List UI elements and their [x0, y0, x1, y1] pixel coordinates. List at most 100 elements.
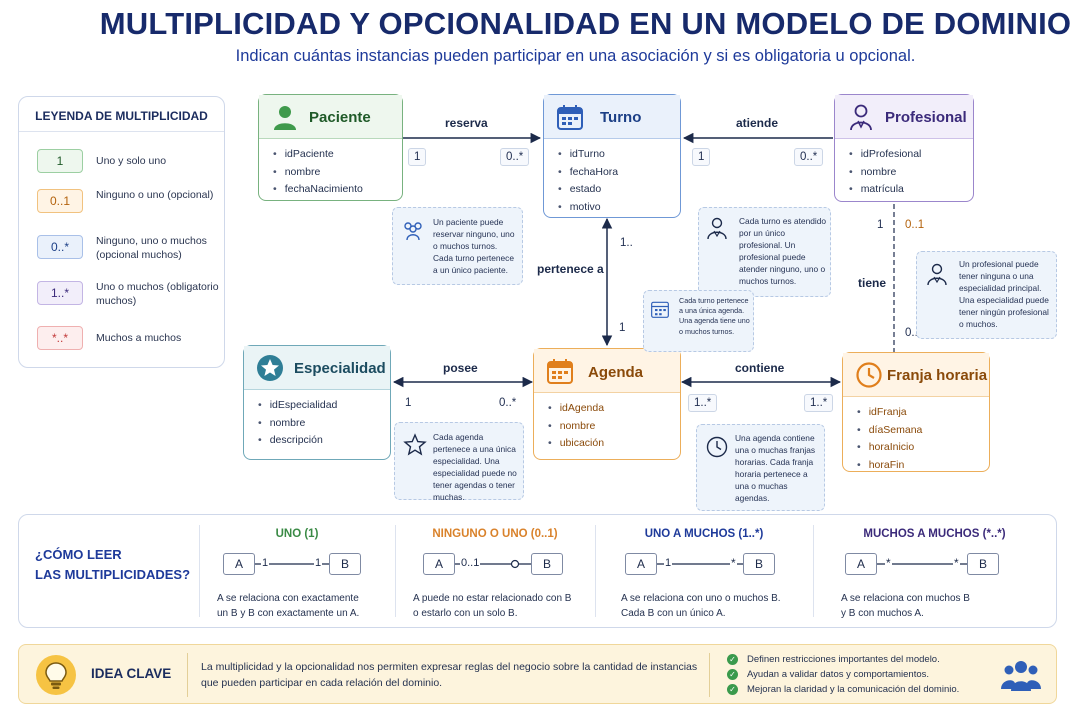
legend-divider: [19, 131, 224, 132]
note-paciente-turno: Un paciente puede reservar ninguno, uno …: [392, 207, 523, 285]
entity-header: Franja horaria: [843, 353, 989, 397]
multiplicity-atiende-right: 0..*: [794, 148, 824, 166]
note-profesional-franja: Un profesional puede tener ninguna o una…: [916, 251, 1057, 339]
attribute: nombre: [273, 164, 363, 182]
check-icon: ✓: [727, 654, 738, 665]
note-text: Cada agenda pertenece a una única especi…: [433, 432, 517, 502]
entity-header: Paciente: [259, 95, 402, 139]
multiplicity-contiene-left: 1..*: [688, 394, 718, 412]
entity-title: Especialidad: [294, 360, 386, 377]
column-text-line: y B con muchos A.: [841, 608, 924, 619]
entity-especialidad[interactable]: Especialidad idEspecialidad nombre descr…: [243, 345, 391, 460]
legend-text: Ninguno o uno (opcional): [96, 189, 214, 201]
legend-text: Uno o muchos (obligatorio muchos): [96, 281, 219, 307]
column-text: A se relaciona con uno o muchos B. Cada …: [621, 591, 811, 621]
legend-badge: 1: [37, 149, 83, 173]
attribute: idAgenda: [548, 400, 604, 418]
legend-badge: 0..*: [37, 235, 83, 259]
person-icon: [274, 106, 296, 130]
entity-header: Profesional: [835, 95, 973, 139]
check-text: Ayudan a validar datos y comportamientos…: [747, 669, 930, 681]
multiplicity-posee-left: 1: [405, 397, 412, 409]
mult-right: *: [953, 556, 960, 570]
attribute: díaSemana: [857, 422, 923, 440]
check-icon: ✓: [727, 684, 738, 695]
note-agenda-especialidad: Cada agenda pertenece a una única especi…: [394, 422, 524, 502]
column-text-line: Cada B con un único A.: [621, 608, 726, 619]
people-icon: [404, 222, 422, 241]
column-text-line: A se relaciona con muchos B: [841, 593, 970, 604]
reading-question-line: LAS MULTIPLICIDADES?: [35, 567, 191, 582]
attribute: idEspecialidad: [258, 397, 338, 415]
attribute: horaFin: [857, 457, 922, 475]
multiplicity-posee-right: 0..*: [499, 397, 517, 409]
column-text-line: o estarlo con un solo B.: [413, 608, 518, 619]
attribute: nombre: [258, 415, 337, 433]
attribute: idPaciente: [273, 146, 363, 164]
entity-title: Agenda: [588, 364, 644, 381]
column-text-line: A puede no estar relacionado con B: [413, 593, 572, 604]
attribute: nombre: [548, 418, 604, 436]
reading-section: ¿CÓMO LEER LAS MULTIPLICIDADES? UNO (1) …: [18, 514, 1057, 628]
entity-title: Turno: [600, 109, 642, 126]
column-text-line: A se relaciona con uno o muchos B.: [621, 593, 781, 604]
entity-profesional[interactable]: Profesional idProfesional nombre matrícu…: [834, 94, 974, 202]
multiplicity-legend: LEYENDA DE MULTIPLICIDAD 1 Uno y solo un…: [18, 96, 225, 368]
attribute-list: idFranja díaSemana horaInicio horaFin: [857, 404, 923, 475]
column-text: A se relaciona con muchos B y B con much…: [841, 591, 1041, 621]
box-a: A: [625, 553, 657, 575]
box-b: B: [531, 553, 563, 575]
clock-icon: [856, 362, 882, 388]
mult-left: 0..1: [460, 557, 481, 569]
entity-agenda[interactable]: Agenda idAgenda nombre ubicación: [533, 348, 681, 460]
multiplicity-pertenece-top: 1..: [620, 237, 633, 249]
attribute: ubicación: [548, 435, 604, 453]
key-idea-text: La multiplicidad y la opcionalidad nos p…: [201, 661, 698, 689]
doctor-icon: [850, 104, 872, 131]
entity-franja-horaria[interactable]: Franja horaria idFranja díaSemana horaIn…: [842, 352, 990, 472]
relation-label-contiene: contiene: [735, 361, 785, 375]
entity-turno[interactable]: Turno idTurno fechaHora estado motivo: [543, 94, 681, 218]
attribute: fechaHora: [558, 164, 618, 182]
attribute-list: idPaciente nombre fechaNacimiento: [273, 146, 363, 199]
column-text: A puede no estar relacionado con B o est…: [413, 591, 593, 621]
relation-label-pertenece: pertenece a: [537, 262, 604, 276]
mult-left: 1: [261, 557, 270, 569]
multiplicity-reserva-right: 0..*: [500, 148, 530, 166]
relation-label-atiende: atiende: [736, 116, 779, 130]
check-text: Definen restricciones importantes del mo…: [747, 654, 940, 666]
note-text: Un paciente puede reservar ninguno, uno …: [433, 217, 515, 275]
note-text: Cada turno es atendido por un único prof…: [739, 216, 827, 286]
relation-label-tiene: tiene: [858, 276, 887, 290]
box-b: B: [967, 553, 999, 575]
reading-question: ¿CÓMO LEER LAS MULTIPLICIDADES?: [35, 545, 190, 585]
attribute: nombre: [849, 164, 921, 182]
check-item: ✓Ayudan a validar datos y comportamiento…: [727, 669, 929, 680]
attribute: horaInicio: [857, 439, 922, 457]
page-subtitle: Indican cuántas instancias pueden partic…: [235, 47, 916, 65]
entity-header: Agenda: [534, 349, 680, 393]
page-title: MULTIPLICIDAD Y OPCIONALIDAD EN UN MODEL…: [99, 6, 1072, 41]
reading-col-muchos-muchos: MUCHOS A MUCHOS (*..*) A * * B A se rela…: [813, 515, 1056, 627]
mult-left: *: [885, 556, 892, 570]
agenda-icon: [547, 359, 573, 384]
attribute: matrícula: [849, 181, 921, 199]
column-divider: [199, 525, 200, 617]
entity-paciente[interactable]: Paciente idPaciente nombre fechaNacimien…: [258, 94, 403, 201]
legend-text: Ninguno, uno o muchos (opcional muchos): [96, 235, 207, 261]
attribute: idTurno: [558, 146, 618, 164]
relation-label-posee: posee: [443, 361, 478, 375]
box-a: A: [423, 553, 455, 575]
legend-text: Muchos a muchos: [96, 332, 182, 344]
box-b: B: [329, 553, 361, 575]
entity-header: Turno: [544, 95, 680, 139]
connector-many-many: [877, 563, 967, 565]
column-text: A se relaciona con exactamente un B y B …: [217, 591, 392, 621]
calendar-icon: [651, 301, 669, 318]
box-b: B: [743, 553, 775, 575]
star-icon: [257, 355, 283, 381]
column-text-line: A se relaciona con exactamente: [217, 593, 359, 604]
idea-divider: [187, 653, 188, 697]
key-idea-label: IDEA CLAVE: [91, 666, 172, 681]
